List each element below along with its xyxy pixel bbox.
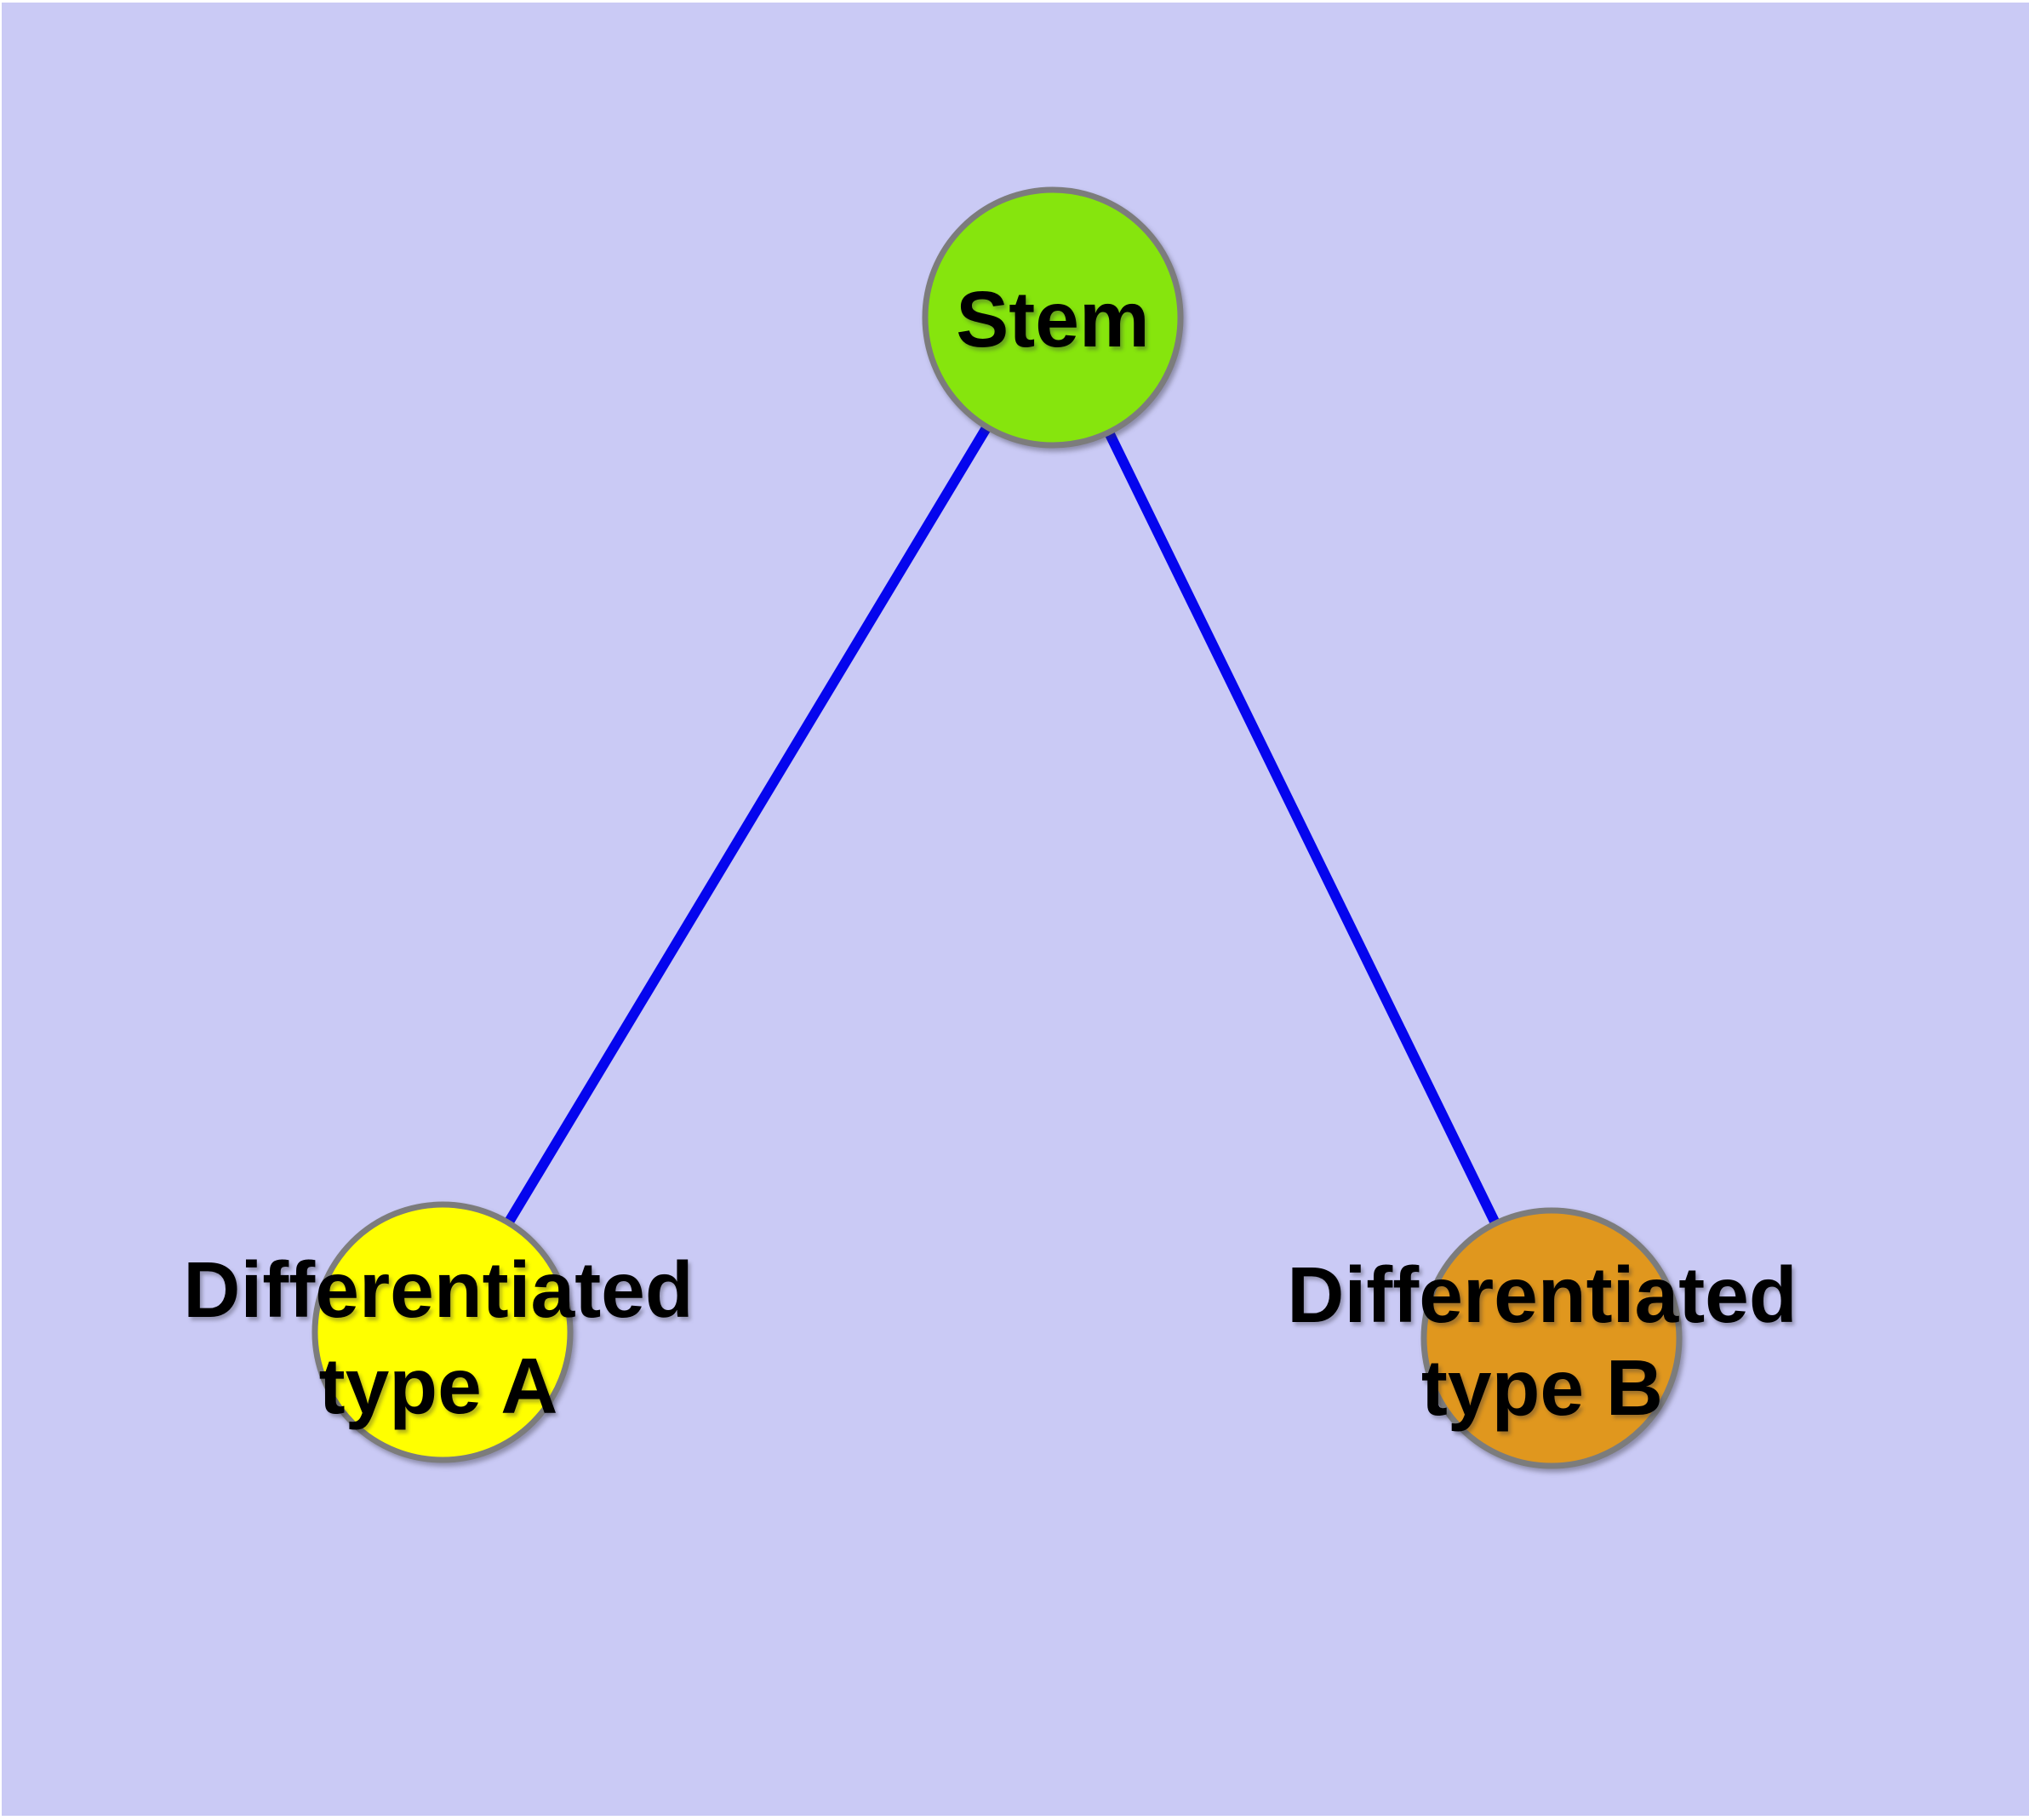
node-type-b-label-line1: Differentiated — [1287, 1251, 1797, 1339]
node-stem-label: Stem — [956, 275, 1149, 363]
node-type-a-label-line2: type A — [319, 1342, 558, 1430]
node-stem — [922, 186, 1184, 449]
node-differentiated-type-a — [311, 1201, 574, 1463]
node-type-a-label-line1: Differentiated — [183, 1245, 693, 1334]
node-type-b-label-line2: type B — [1421, 1343, 1663, 1432]
node-differentiated-type-b — [1420, 1207, 1683, 1469]
edge-stem-to-type-b — [1048, 315, 1557, 1341]
edge-stem-to-type-a — [437, 314, 1058, 1336]
